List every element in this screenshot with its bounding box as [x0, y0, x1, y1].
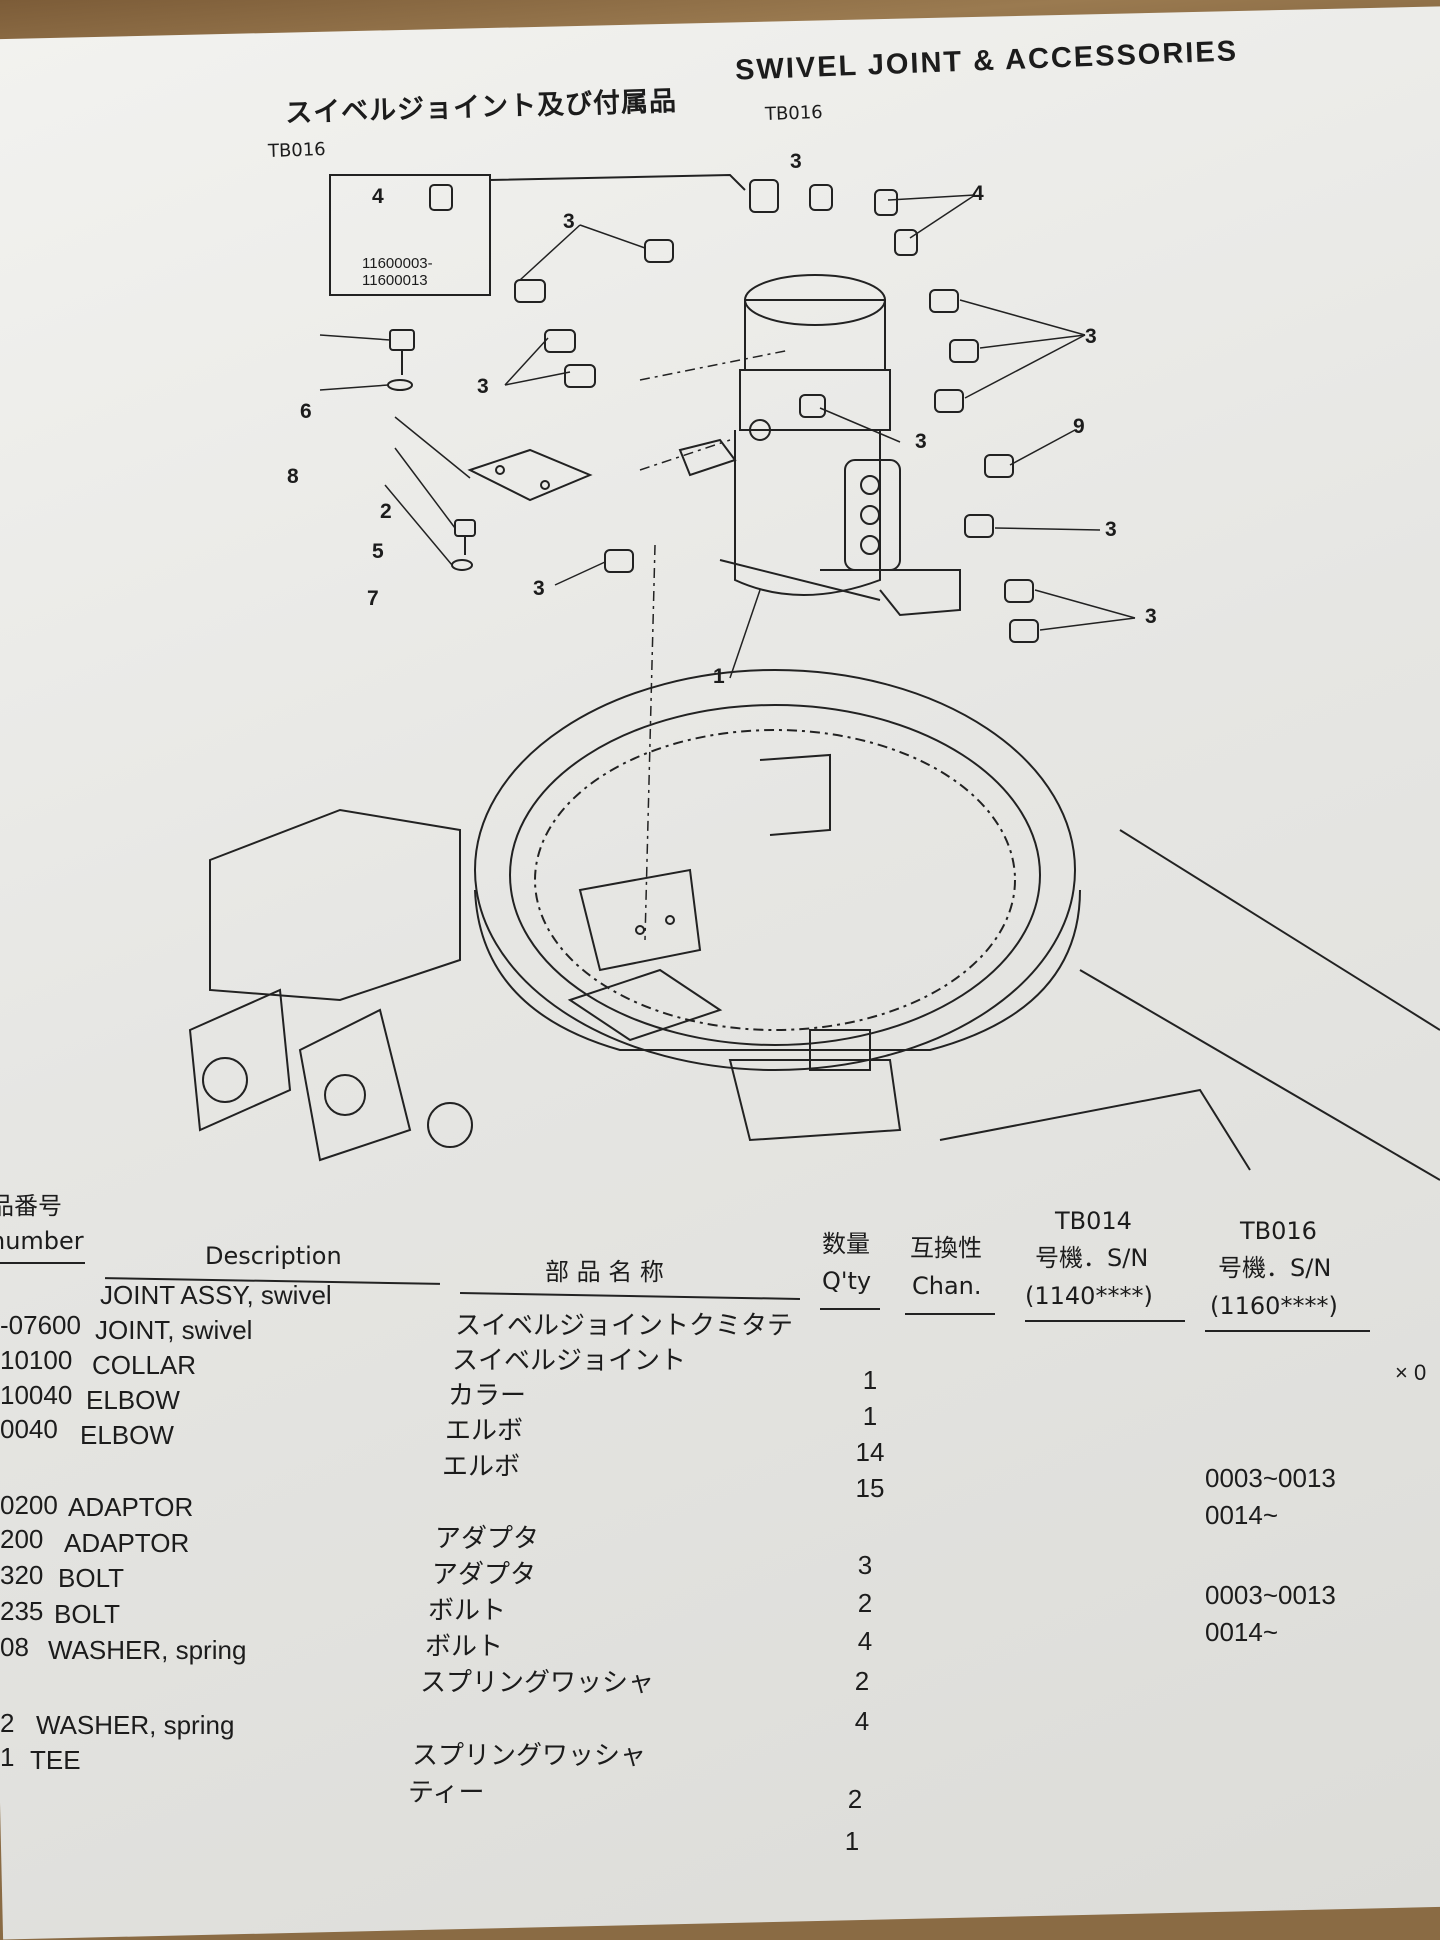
inset-serial-line-2: 11600013 — [362, 272, 428, 289]
elbow-fittings — [514, 179, 1039, 643]
part-description: WASHER, spring — [36, 1710, 235, 1740]
callout-3-lower-left: 3 — [533, 577, 545, 600]
diagram-drawing — [188, 173, 1440, 1181]
part-name-jp: エルボ — [442, 1452, 521, 1482]
part-description: JOINT ASSY, swivel — [100, 1280, 332, 1310]
part-name-jp: ボルト — [428, 1596, 507, 1626]
exploded-parts-diagram: 11600003- 11600013 4 3 4 3 3 3 6 8 2 5 7… — [0, 130, 1440, 1200]
inset-serial-line-1: 11600003- — [362, 255, 433, 272]
part-quantity: 2 — [854, 1666, 870, 1696]
header-part-name-jp: 部 品 名 称 — [545, 1258, 664, 1286]
part-quantity: 1 — [844, 1826, 860, 1856]
inset-fitting-part — [429, 184, 453, 211]
part-description: TEE — [30, 1745, 81, 1775]
part-description: ELBOW — [80, 1420, 174, 1450]
part-description: COLLAR — [92, 1350, 197, 1380]
header-tb016-range: (1160****) — [1210, 1292, 1338, 1320]
part-number: 10040 — [0, 1380, 73, 1410]
header-tb014-sn: 号機．S/N — [1035, 1244, 1149, 1272]
part-quantity: 3 — [857, 1550, 873, 1580]
part-number: 2 — [0, 1708, 15, 1738]
part-quantity: 15 — [855, 1473, 885, 1503]
part-name-jp: スプリングワッシャ — [412, 1741, 647, 1771]
part-description: WASHER, spring — [48, 1635, 247, 1665]
part-number: 08 — [0, 1632, 29, 1662]
part-description: BOLT — [58, 1563, 124, 1593]
part-quantity: 14 — [855, 1437, 885, 1467]
part-quantity: 4 — [857, 1626, 873, 1656]
callout-3-top: 3 — [790, 150, 802, 173]
header-qty-jp: 数量 — [822, 1230, 870, 1258]
callout-4-right: 4 — [972, 182, 984, 205]
callout-2: 2 — [380, 500, 392, 523]
callout-1: 1 — [713, 665, 725, 688]
header-tb016: TB016 — [1240, 1217, 1317, 1245]
callout-3-center: 3 — [915, 430, 927, 453]
part-number: 0040 — [0, 1414, 58, 1444]
callout-3-right: 3 — [1085, 325, 1097, 348]
header-chan: Chan. — [912, 1272, 982, 1300]
part-description: ADAPTOR — [64, 1528, 190, 1558]
serial-inset-box — [329, 174, 491, 296]
tb016-serial-range: 0003~0013 — [1205, 1580, 1336, 1610]
part-name-jp: アダプタ — [435, 1524, 540, 1554]
callout-3-bottom-right: 3 — [1145, 605, 1157, 628]
part-quantity: 2 — [847, 1784, 863, 1814]
header-chan-jp: 互換性 — [910, 1234, 982, 1262]
plate-part — [467, 448, 593, 502]
part-number: 10100 — [0, 1345, 73, 1375]
callout-3-lower-right: 3 — [1105, 518, 1117, 541]
callout-3-upper-left: 3 — [563, 210, 575, 233]
turntable-ring — [474, 669, 1081, 1071]
callout-8: 8 — [287, 465, 299, 488]
part-number: -07600 — [0, 1310, 81, 1340]
part-number: 1 — [0, 1742, 15, 1772]
part-quantity: 4 — [854, 1706, 870, 1736]
part-name-jp: エルボ — [445, 1416, 524, 1446]
header-part-number-jp: 品番号 — [0, 1192, 62, 1220]
callout-6: 6 — [300, 400, 312, 423]
callout-4-inset: 4 — [372, 185, 384, 208]
part-quantity: 1 — [862, 1365, 878, 1395]
header-part-number: number — [0, 1227, 84, 1255]
header-tb016-sn: 号機．S/N — [1218, 1254, 1332, 1282]
callout-3-left: 3 — [477, 375, 489, 398]
part-name-jp: スイベルジョイントクミタテ — [455, 1311, 794, 1341]
part-number: 200 — [0, 1524, 44, 1554]
part-name-jp: スプリングワッシャ — [420, 1668, 655, 1698]
part-name-jp: ティー — [408, 1778, 485, 1808]
part-name-jp: カラー — [448, 1381, 527, 1411]
part-name-jp: アダプタ — [432, 1560, 537, 1590]
header-tb014: TB014 — [1055, 1207, 1132, 1235]
part-description: JOINT, swivel — [95, 1315, 253, 1345]
tb016-serial-range: 0003~0013 — [1205, 1463, 1336, 1493]
part-description: BOLT — [54, 1599, 120, 1629]
page-edge-mark: × 0 — [1395, 1360, 1427, 1385]
model-code-right: TB016 — [764, 101, 824, 126]
part-number: 235 — [0, 1596, 44, 1626]
tb016-serial-range: 0014~ — [1205, 1500, 1279, 1530]
header-description: Description — [205, 1242, 342, 1270]
part-quantity: 1 — [862, 1401, 878, 1431]
part-quantity: 2 — [857, 1588, 873, 1618]
part-number: 320 — [0, 1560, 44, 1590]
part-description: ADAPTOR — [68, 1492, 194, 1522]
header-qty: Q'ty — [822, 1267, 872, 1295]
excavator-frame — [188, 753, 1440, 1181]
tb016-serial-range: 0014~ — [1205, 1617, 1279, 1647]
callout-9: 9 — [1073, 415, 1085, 438]
parts-list-table: 品番号 number Description 部 品 名 称 数量 Q'ty 互… — [0, 1180, 1440, 1920]
callout-5: 5 — [372, 540, 384, 563]
part-number: 0200 — [0, 1490, 58, 1520]
swivel-joint-body — [678, 274, 961, 617]
header-tb014-range: (1140****) — [1025, 1282, 1153, 1310]
callout-7: 7 — [367, 587, 379, 610]
part-name-jp: ボルト — [425, 1632, 504, 1662]
part-name-jp: スイベルジョイント — [452, 1346, 687, 1376]
part-description: ELBOW — [86, 1385, 180, 1415]
